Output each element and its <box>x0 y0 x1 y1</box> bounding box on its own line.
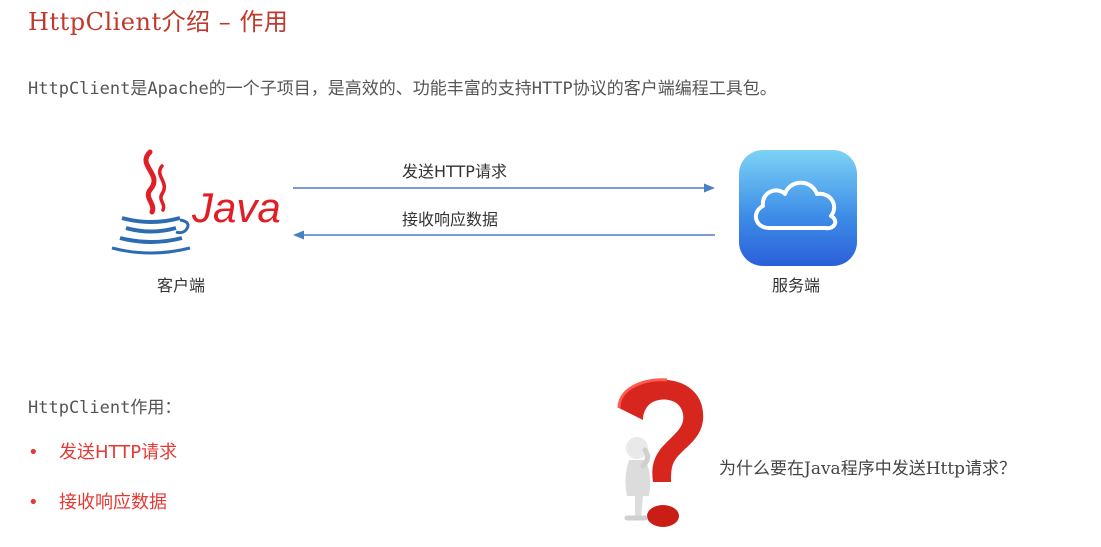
list-item-label: 接收响应数据 <box>59 492 167 513</box>
intro-text: HttpClient是Apache的一个子项目，是高效的、功能丰富的支持HTTP… <box>28 79 777 99</box>
question-text: 为什么要在Java程序中发送Http请求？ <box>719 459 1017 479</box>
usage-heading: HttpClient作用： <box>28 398 182 418</box>
java-logo-text: Java <box>191 184 281 231</box>
slide-title: HttpClient介绍 – 作用 <box>28 8 289 36</box>
send-arrow <box>293 183 715 193</box>
cloud-icon <box>739 150 857 266</box>
send-request-label: 发送HTTP请求 <box>402 162 507 181</box>
list-item-label: 发送HTTP请求 <box>59 442 178 463</box>
list-item: • 接收响应数据 <box>28 488 177 538</box>
usage-list: • 发送HTTP请求 • 接收响应数据 <box>28 438 177 538</box>
java-logo: Java <box>106 148 286 258</box>
bullet-icon: • <box>28 442 39 463</box>
list-item: • 发送HTTP请求 <box>28 438 177 488</box>
bullet-icon: • <box>28 492 39 513</box>
receive-arrow <box>293 230 715 240</box>
client-label: 客户端 <box>157 276 206 295</box>
receive-response-label: 接收响应数据 <box>402 210 499 229</box>
question-mark-figure-icon <box>605 378 710 533</box>
server-label: 服务端 <box>772 276 821 295</box>
